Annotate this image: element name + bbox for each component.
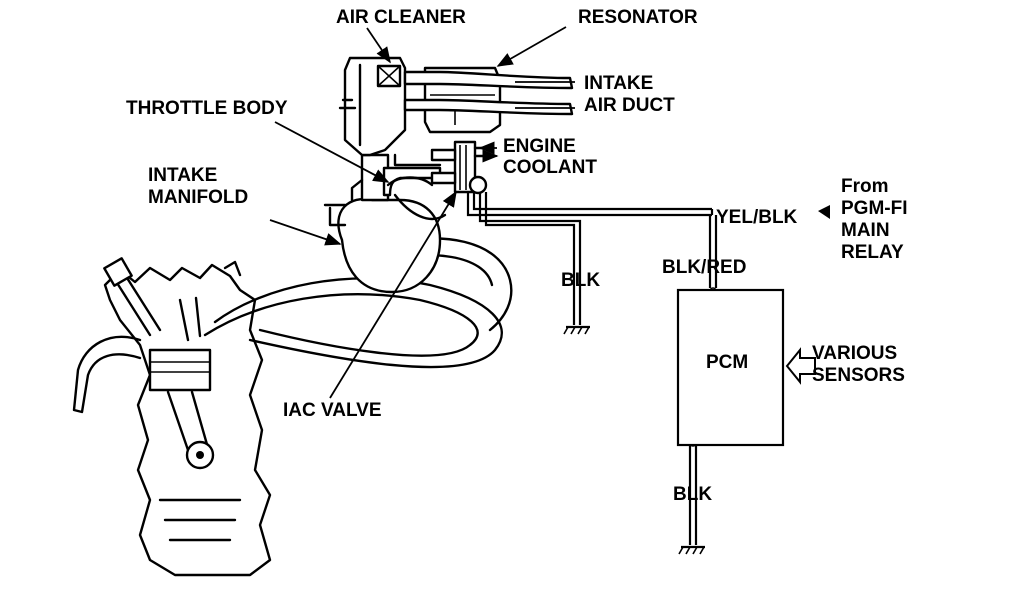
air-cleaner-box <box>338 56 442 167</box>
label-pgm-fi: PGM-FI <box>841 198 908 219</box>
label-from: From <box>841 176 889 197</box>
label-intake: INTAKE <box>584 73 653 94</box>
iac-valve <box>430 140 492 195</box>
engine-block <box>72 257 272 577</box>
pcm-box <box>676 288 785 447</box>
ground-symbol-lower <box>678 545 705 555</box>
label-sensors: SENSORS <box>812 365 905 386</box>
sensors-arrow <box>785 347 816 385</box>
label-iac-valve: IAC VALVE <box>283 400 382 421</box>
label-various: VARIOUS <box>812 343 897 364</box>
label-intake-manifold-line1: INTAKE <box>148 165 217 186</box>
iac-valve-leader <box>329 190 457 399</box>
label-air-duct: AIR DUCT <box>584 95 675 116</box>
label-relay: RELAY <box>841 242 904 263</box>
intake-manifold-leader <box>269 219 342 246</box>
intake-manifold-plenum <box>323 197 442 294</box>
label-yel-blk: YEL/BLK <box>716 207 798 228</box>
relay-arrow <box>818 205 830 219</box>
label-engine: ENGINE <box>503 136 576 157</box>
label-blk-upper: BLK <box>561 270 600 291</box>
label-blk-red: BLK/RED <box>662 257 746 278</box>
label-coolant: COOLANT <box>503 157 597 178</box>
throttle-body-leader <box>274 121 390 183</box>
label-main: MAIN <box>841 220 890 241</box>
resonator-leader <box>496 26 567 67</box>
label-throttle-body: THROTTLE BODY <box>126 98 288 119</box>
label-pcm: PCM <box>706 352 748 373</box>
label-blk-lower: BLK <box>673 484 712 505</box>
air-cleaner-leader <box>366 27 391 64</box>
label-air-cleaner: AIR CLEANER <box>336 7 466 28</box>
wiring-harness <box>466 192 718 545</box>
label-resonator: RESONATOR <box>578 7 698 28</box>
ground-symbol-upper <box>563 325 590 335</box>
intake-air-duct <box>403 70 574 116</box>
label-manifold: MANIFOLD <box>148 187 248 208</box>
